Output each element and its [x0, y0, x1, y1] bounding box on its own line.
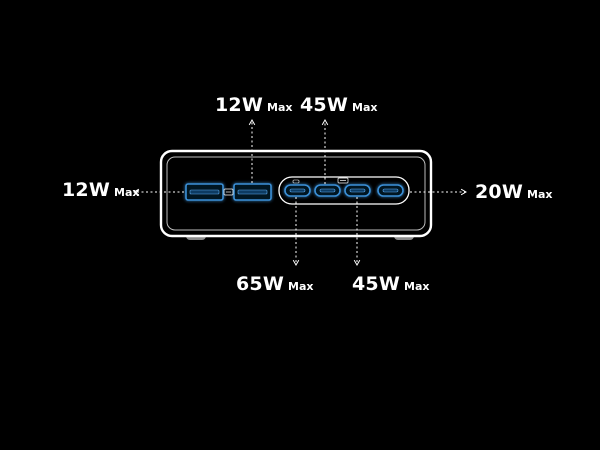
iq-icon — [223, 188, 234, 196]
usb-c-port-group — [278, 176, 410, 205]
watt-value: 20W — [475, 181, 523, 203]
watt-value: 45W — [300, 94, 348, 116]
usb-c-port-1 — [284, 184, 311, 197]
small-marker-icon — [292, 179, 300, 184]
max-text: Max — [527, 188, 553, 201]
max-text: Max — [352, 101, 378, 114]
max-text: Max — [288, 280, 314, 293]
watt-value: 12W — [215, 94, 263, 116]
usb-c-port-2 — [314, 184, 341, 197]
label-usb-a-2: 12W Max — [215, 96, 292, 115]
label-usb-c-3: 45W Max — [352, 275, 429, 294]
max-text: Max — [267, 101, 293, 114]
label-usb-c-1: 65W Max — [236, 275, 313, 294]
watt-value: 65W — [236, 273, 284, 295]
usb-c-port-4 — [377, 184, 404, 197]
label-usb-c-4: 20W Max — [475, 183, 552, 202]
watt-value: 12W — [62, 179, 110, 201]
watt-value: 45W — [352, 273, 400, 295]
label-usb-a-1: 12W Max — [62, 181, 139, 200]
label-usb-c-2: 45W Max — [300, 96, 377, 115]
max-text: Max — [404, 280, 430, 293]
max-text: Max — [114, 186, 140, 199]
usb-a-port-1 — [185, 183, 224, 201]
iq3-icon — [337, 177, 349, 184]
usb-c-port-3 — [344, 184, 371, 197]
usb-a-port-2 — [233, 183, 272, 201]
